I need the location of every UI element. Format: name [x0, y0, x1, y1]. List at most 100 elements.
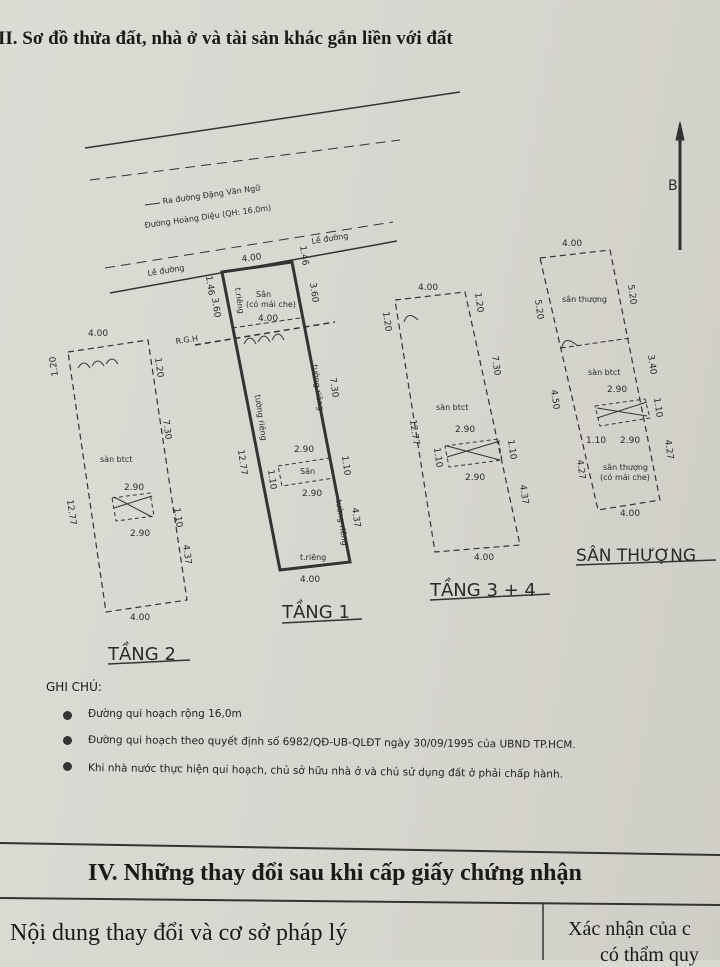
door-icon: [243, 333, 285, 345]
dimension-label: 2.90: [455, 425, 475, 435]
section-iii-title: II. Sơ đồ thửa đất, nhà ở và tài sản khá…: [0, 28, 453, 49]
door-icon: [77, 358, 119, 369]
dimension-label: 2.90: [620, 436, 640, 446]
stair-void: [111, 492, 155, 522]
court-outline: [277, 457, 335, 487]
dimension-label: tường riêng: [253, 394, 269, 441]
title-underline: [575, 559, 717, 566]
dimension-label: 4.00: [88, 329, 108, 339]
dimension-label: 12.77: [407, 419, 420, 446]
road-name: Đường Hoàng Diệu (QH: 16,0m): [144, 202, 272, 230]
dimension-label: 1.10: [586, 436, 606, 446]
dimension-label: tường riêng: [310, 364, 326, 411]
note-item: Đường qui hoạch rộng 16,0m: [88, 708, 242, 720]
dimension-label: 1.20: [152, 357, 165, 379]
door-icon: [561, 340, 579, 349]
table-header-changes: Nội dung thay đổi và cơ sở pháp lý: [10, 920, 348, 946]
dimension-label: 4.00: [562, 239, 582, 249]
table-header-confirmation-line2: có thẩm quy: [600, 944, 699, 966]
dimension-label: t.riêng: [233, 287, 247, 314]
dimension-label: 4.27: [574, 459, 587, 480]
dimension-label: 4.00: [418, 283, 438, 293]
dimension-label: 1.10: [265, 469, 278, 491]
sidewalk-right: Lề đường: [311, 230, 349, 246]
rgh-label: R.G.H: [175, 334, 199, 346]
dimension-label: 2.90: [130, 529, 150, 539]
stair-void: [444, 438, 503, 468]
title-underline: [107, 659, 191, 665]
dimension-label: 4.50: [548, 389, 561, 411]
dimension-label: 5.20: [532, 299, 545, 321]
dimension-label: 4.00: [300, 575, 320, 585]
dimension-label: 3.60: [209, 297, 222, 319]
north-label: B: [668, 178, 678, 194]
door-icon: [403, 315, 419, 323]
dimension-label: 4.00: [241, 252, 263, 265]
title-underline: [281, 618, 363, 624]
floor-plan-tang2: 4.00 4.00 1.20 1.20 7.30 12.77 4.37 1.10…: [48, 329, 192, 623]
dimension-label: 2.90: [294, 445, 314, 455]
plan-outline: [67, 339, 188, 613]
dimension-label: 4.00: [130, 613, 150, 623]
dimension-label: 4.27: [662, 439, 675, 460]
dimension-label: 2.90: [607, 385, 627, 395]
dimension-label: 7.30: [489, 355, 502, 377]
dimension-label: 4.37: [180, 544, 193, 565]
dimension-label: 1.10: [171, 507, 184, 529]
dimension-label: 4.00: [474, 553, 494, 563]
notes-title: GHI CHÚ:: [46, 680, 102, 694]
table-border-mid: [0, 897, 720, 906]
dimension-label: 7.30: [160, 419, 173, 441]
dimension-label: 2.90: [302, 489, 322, 499]
floor-plan-tang3-4: 4.00 4.00 1.20 1.20 7.30 12.77 4.37 1.10…: [380, 283, 530, 563]
plan-outline: [539, 249, 661, 511]
dimension-label: Sân: [256, 290, 271, 299]
room-divider: [560, 337, 631, 349]
bullet-icon: [63, 762, 72, 771]
dimension-label: 1.10: [505, 439, 518, 461]
plan-title-san-thuong: SÂN THƯỢNG: [576, 544, 696, 566]
dimension-label: 1.46: [203, 275, 216, 297]
dimension-label: Sân: [300, 467, 315, 476]
rgh-line: [194, 321, 336, 346]
floor-plan-san-thuong: 4.00 4.00 5.20 5.20 3.40 4.50 4.27 4.27 …: [532, 239, 675, 519]
dimension-label: sân thượng: [562, 295, 607, 304]
stair-cross: [113, 496, 153, 518]
table-border-top: [0, 842, 720, 856]
stair-cross: [596, 407, 648, 417]
title-underline: [429, 593, 551, 601]
dimension-label: t.riêng: [300, 552, 326, 562]
dimension-label: 4.37: [349, 507, 362, 528]
stair-cross: [113, 495, 153, 509]
dimension-label: 1.10: [339, 455, 352, 477]
yard-boundary: [231, 317, 301, 329]
dimension-label: 1.10: [431, 447, 444, 469]
dimension-label: sân thượng: [603, 463, 648, 472]
direction-arrow-icon: [144, 202, 161, 206]
dimension-label: (có mái che): [600, 472, 650, 482]
dimension-label: 2.90: [465, 473, 485, 483]
road-edge-top: [84, 91, 461, 149]
dimension-label: sàn btct: [588, 368, 620, 377]
dimension-label: 12.77: [64, 499, 77, 526]
dimension-label: 1.20: [472, 292, 485, 314]
table-header-confirmation: Xác nhận của c: [568, 918, 691, 940]
dimension-label: 2.90: [124, 483, 144, 493]
dimension-label: sàn btct: [436, 403, 468, 412]
dimension-label: 4.00: [258, 314, 278, 324]
stair-void: [594, 398, 651, 427]
road-dash-top: [89, 139, 401, 181]
bullet-icon: [63, 711, 72, 720]
dimension-label: 7.30: [327, 377, 340, 399]
dimension-label: 4.00: [620, 509, 640, 519]
dimension-label: sàn btct: [100, 455, 132, 464]
sidewalk-dash: [104, 221, 394, 269]
dimension-label: 5.20: [625, 284, 638, 306]
bullet-icon: [63, 736, 72, 745]
plan-outline: [220, 260, 352, 572]
plan-title-tang1: TẦNG 1: [281, 599, 350, 623]
floor-plan-tang1: 4.00 4.00 4.00 1.46 1.46 3.60 3.60 7.30 …: [203, 245, 362, 585]
sidewalk-left: Lề đường: [147, 262, 185, 278]
north-arrowhead-icon: [675, 121, 685, 141]
